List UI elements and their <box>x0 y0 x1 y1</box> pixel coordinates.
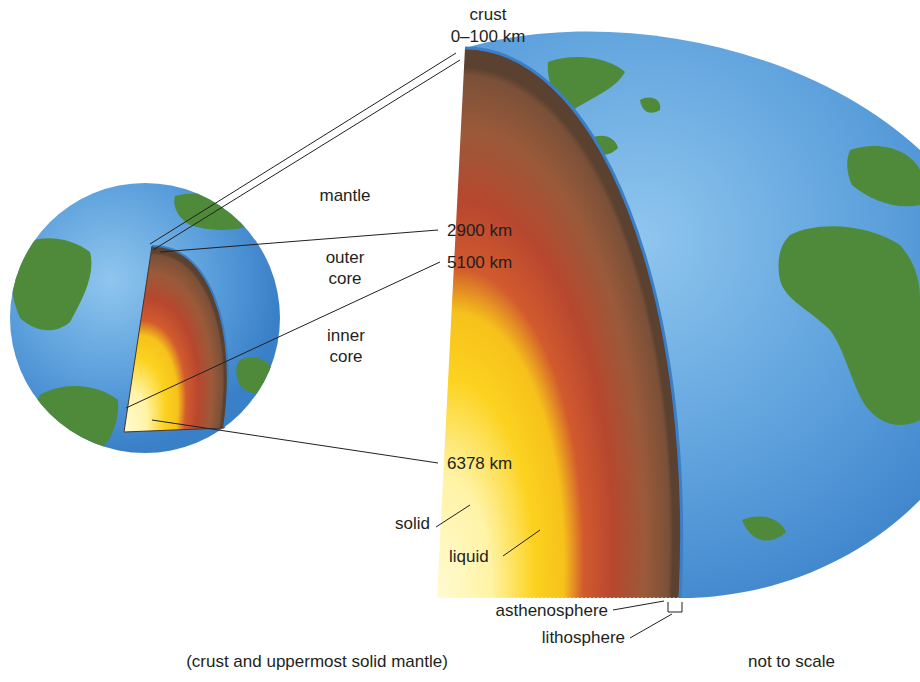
depth-value: 5100 km <box>447 252 512 273</box>
layer-name: asthenosphere <box>496 600 608 621</box>
surface-rim <box>437 48 708 598</box>
wedge-rim <box>124 242 252 432</box>
explanatory-note: (crust and uppermost solid mantle) <box>186 651 448 672</box>
wedge-edge <box>124 246 224 432</box>
depth-value: 2900 km <box>447 220 512 241</box>
cutaway-wedge <box>124 242 252 432</box>
state-label: solid <box>395 513 430 534</box>
section-edge <box>437 598 680 599</box>
layer-name: crust <box>470 4 507 25</box>
scale-note: not to scale <box>748 651 835 672</box>
layer-name: inner core <box>316 325 376 367</box>
depth-range: 0–100 km <box>451 26 526 47</box>
leader-lines <box>126 53 682 638</box>
layer-name: mantle <box>319 185 370 206</box>
earth-cross-section <box>437 48 708 598</box>
layer-name: lithosphere <box>542 627 625 648</box>
layer-name: outer core <box>315 247 375 289</box>
depth-value: 6378 km <box>447 453 512 474</box>
state-label: liquid <box>449 546 489 567</box>
small-continents <box>11 194 276 455</box>
